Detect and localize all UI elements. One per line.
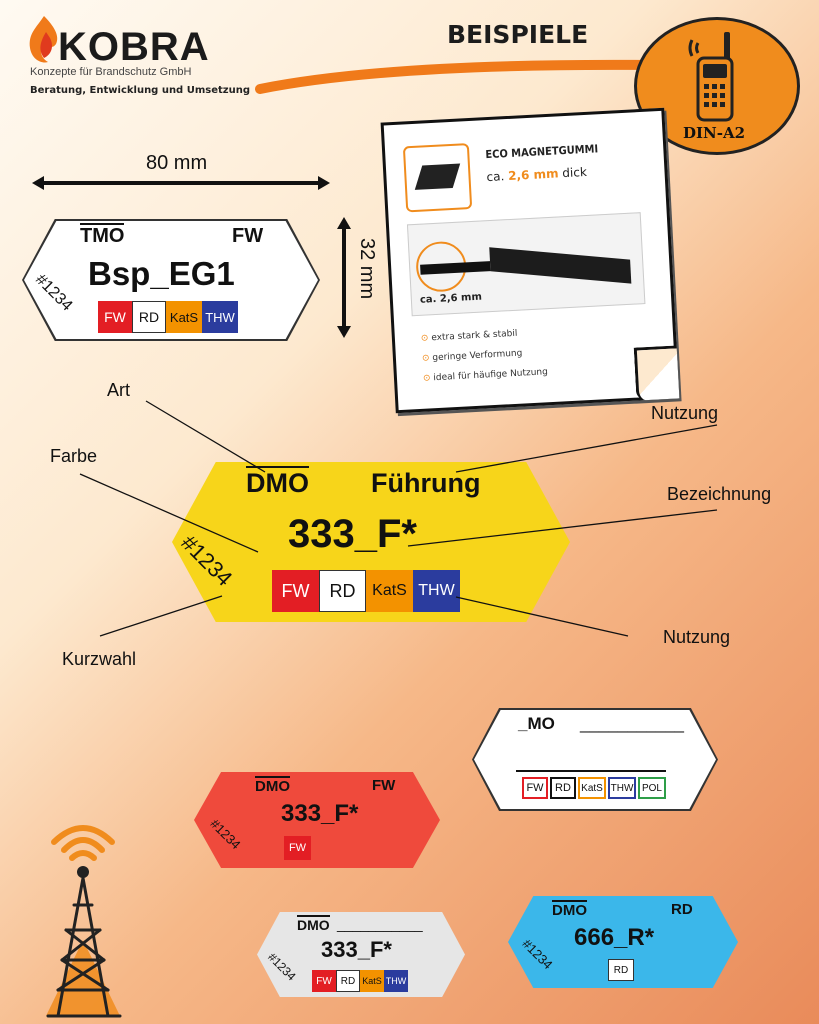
width-arrow	[32, 176, 330, 190]
tag-usage-label: FW	[372, 777, 396, 794]
chip-kats: KatS	[366, 570, 413, 612]
chip-fw: FW	[312, 970, 336, 992]
chip-rd: RD	[319, 570, 366, 612]
chip-rd: RD	[336, 970, 360, 992]
tag-example-blue: DMO RD 666_R* #1234 RD	[508, 896, 738, 988]
radio-icon	[688, 32, 734, 122]
tag-chips: RD	[608, 959, 634, 981]
callout-kurzwahl: Kurzwahl	[62, 649, 137, 669]
chip-kats: KatS	[166, 301, 202, 333]
badge-label: DIN-A2	[683, 124, 746, 142]
tag-type-label: DMO	[255, 776, 290, 795]
chip-rd: RD	[132, 301, 166, 333]
tag-example-top: TMO FW Bsp_EG1 #1234 FW RD KatS THW	[22, 219, 320, 341]
tag-usage-label: FW	[232, 225, 264, 247]
tag-chips: FW RD KatS THW	[98, 301, 238, 333]
chip-fw: FW	[272, 570, 319, 612]
tag-type-label: _MO	[518, 714, 555, 733]
tag-example-grey: DMO ___________ 333_F* #1234 FW RD KatS …	[257, 912, 465, 997]
divider-line	[516, 770, 666, 772]
tag-example-red: DMO FW 333_F* #1234 FW	[194, 772, 440, 868]
tag-type-label: TMO	[80, 223, 125, 247]
chip-thw: THW	[384, 970, 408, 992]
tag-name: 333_F*	[288, 512, 417, 556]
tag-name: 333_F*	[321, 937, 392, 962]
chip-rd: RD	[608, 959, 634, 981]
tag-usage-label: Führung	[371, 468, 481, 498]
chip-fw: FW	[284, 836, 311, 860]
chip-fw: FW	[98, 301, 132, 333]
tag-type-label: DMO	[297, 915, 330, 933]
width-dimension-label: 80 mm	[146, 152, 208, 174]
tag-example-white: _MO ___________ FW RD KatS THW POL	[472, 708, 718, 811]
tag-name: 333_F*	[281, 800, 359, 827]
tag-name: 666_R*	[574, 924, 655, 951]
tag-type-label: DMO	[246, 466, 309, 498]
page-title: BEISPIELE	[447, 20, 589, 49]
chip-kats: KatS	[360, 970, 384, 992]
tag-example-main: DMO Führung 333_F* #1234 FW RD KatS THW	[172, 462, 570, 622]
tag-type-label: DMO	[552, 900, 587, 919]
callout-bezeichnung: Bezeichnung	[667, 484, 772, 504]
flame-icon	[29, 16, 58, 63]
tag-name: Bsp_EG1	[88, 255, 235, 292]
tag-usage-label: RD	[671, 901, 693, 918]
logo-subtitle: Konzepte für Brandschutz GmbH	[30, 66, 192, 78]
callout-farbe: Farbe	[50, 446, 98, 466]
chip-thw: THW	[608, 777, 636, 799]
chip-fw: FW	[522, 777, 548, 799]
tag-chips: FW RD KatS THW	[312, 970, 408, 992]
logo-wordmark: KOBRA	[58, 25, 210, 69]
tag-chips: FW	[284, 836, 311, 860]
tag-chips: FW RD KatS THW	[272, 570, 460, 612]
chip-pol: POL	[638, 777, 666, 799]
logo-tagline: Beratung, Entwicklung und Umsetzung	[30, 85, 250, 96]
chip-rd: RD	[550, 777, 576, 799]
chip-thw: THW	[413, 570, 460, 612]
height-arrow	[337, 217, 351, 338]
radio-tower-icon	[46, 825, 122, 1018]
swoosh-decoration	[255, 59, 655, 94]
tag-blank-line: ___________	[337, 916, 423, 932]
tag-blank-line: ___________	[580, 714, 685, 733]
chip-thw: THW	[202, 301, 238, 333]
tag-chips: FW RD KatS THW POL	[522, 777, 666, 799]
callout-nutzung-bottom: Nutzung	[663, 627, 731, 647]
callout-art: Art	[107, 380, 131, 400]
chip-kats: KatS	[578, 777, 606, 799]
callout-nutzung-top: Nutzung	[651, 403, 719, 423]
